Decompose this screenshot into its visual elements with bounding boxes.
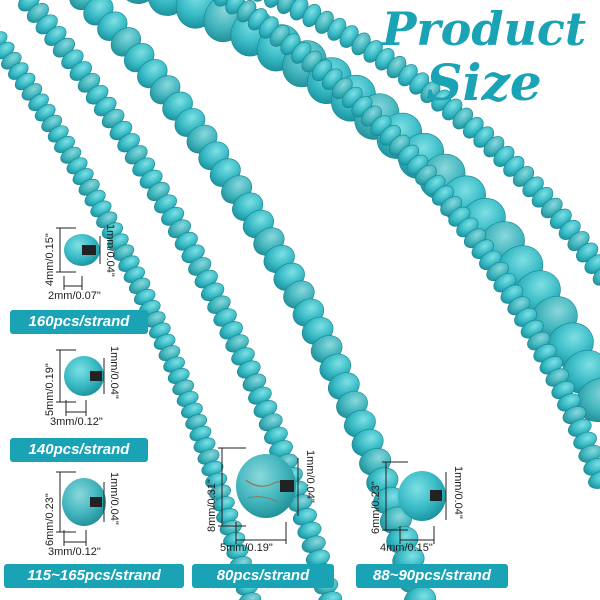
bead (588, 471, 600, 489)
hole-label: 1mm/0.04" (108, 346, 120, 399)
spec-5mm: 5mm/0.19" 1mm/0.04" 3mm/0.12" 140pcs/str… (4, 340, 154, 462)
spec-6mm-a: 6mm/0.23" 1mm/0.04" 3mm/0.12" 115~165pcs… (4, 466, 186, 596)
width-label: 2mm/0.07" (48, 290, 101, 302)
bead (584, 254, 600, 274)
bead (118, 0, 162, 4)
width-label: 5mm/0.19" (220, 542, 273, 554)
count-badge: 88~90pcs/strand (356, 564, 508, 588)
height-label: 6mm/0.23" (44, 493, 56, 546)
height-label: 8mm/0.31" (206, 479, 218, 532)
spec-8mm: 8mm/0.31" 1mm/0.04" 5mm/0.19" 80pcs/stra… (186, 440, 346, 596)
width-label: 3mm/0.12" (50, 416, 103, 428)
spec-4mm: 4mm/0.15" 1mm/0.04" 2mm/0.07" 160pcs/str… (4, 214, 154, 334)
height-label: 5mm/0.19" (44, 363, 56, 416)
spec-6mm-b: 6mm/0.23" 1mm/0.04" 4mm/0.15" 88~90pcs/s… (356, 450, 516, 596)
bead (592, 266, 600, 286)
width-label: 4mm/0.15" (380, 542, 433, 554)
count-badge: 140pcs/strand (10, 438, 148, 462)
count-badge: 115~165pcs/strand (4, 564, 184, 588)
hole-label: 1mm/0.04" (108, 472, 120, 525)
bead-diagram (56, 227, 101, 290)
count-badge: 160pcs/strand (10, 310, 148, 334)
bead (238, 592, 262, 600)
hole-label: 1mm/0.04" (104, 224, 116, 277)
hole-label: 1mm/0.04" (304, 450, 316, 503)
height-label: 4mm/0.15" (44, 233, 56, 286)
bead-diagram (382, 461, 447, 544)
width-label: 3mm/0.12" (48, 546, 101, 558)
hole-label: 1mm/0.04" (452, 466, 464, 519)
bead-diagram (56, 471, 106, 546)
title-product: Product (381, 2, 587, 56)
count-badge: 80pcs/strand (192, 564, 334, 588)
bead-diagram (56, 349, 105, 416)
bead (250, 0, 270, 2)
title-size: Size (426, 53, 542, 112)
height-label: 6mm/0.23" (370, 481, 382, 534)
bead-diagram (218, 447, 299, 544)
bead (317, 591, 343, 600)
